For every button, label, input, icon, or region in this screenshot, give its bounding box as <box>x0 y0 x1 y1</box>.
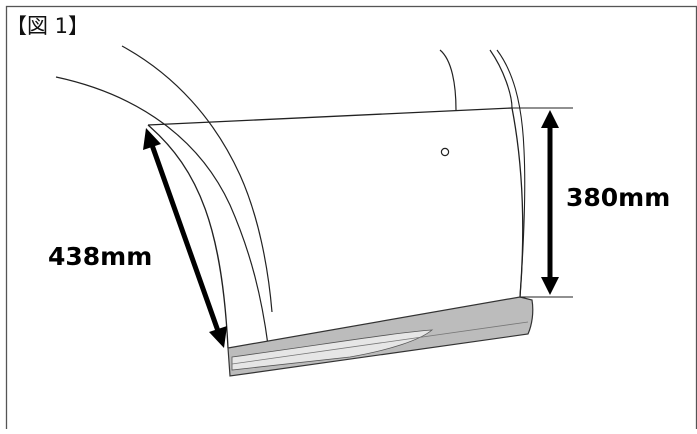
figure-frame <box>5 5 697 434</box>
door-keyhole-icon <box>440 147 450 157</box>
door-top-edge <box>147 107 513 126</box>
dim-left-arrow <box>143 128 227 348</box>
pillar-line-mid <box>489 49 513 109</box>
figure-label: 【図 1】 <box>6 14 90 38</box>
side-trim-groove <box>231 321 529 365</box>
fender-inner-curve <box>121 45 273 313</box>
pillar-line-left <box>439 49 457 111</box>
dimension-380-label: 380mm <box>566 183 671 212</box>
dim-right-arrow <box>541 110 559 295</box>
pillar-line-right <box>496 49 526 298</box>
fender-outer-curve <box>55 76 269 346</box>
dimension-438-label: 438mm <box>48 242 153 271</box>
door-front-edge <box>147 124 229 349</box>
door-rear-edge <box>511 107 524 298</box>
